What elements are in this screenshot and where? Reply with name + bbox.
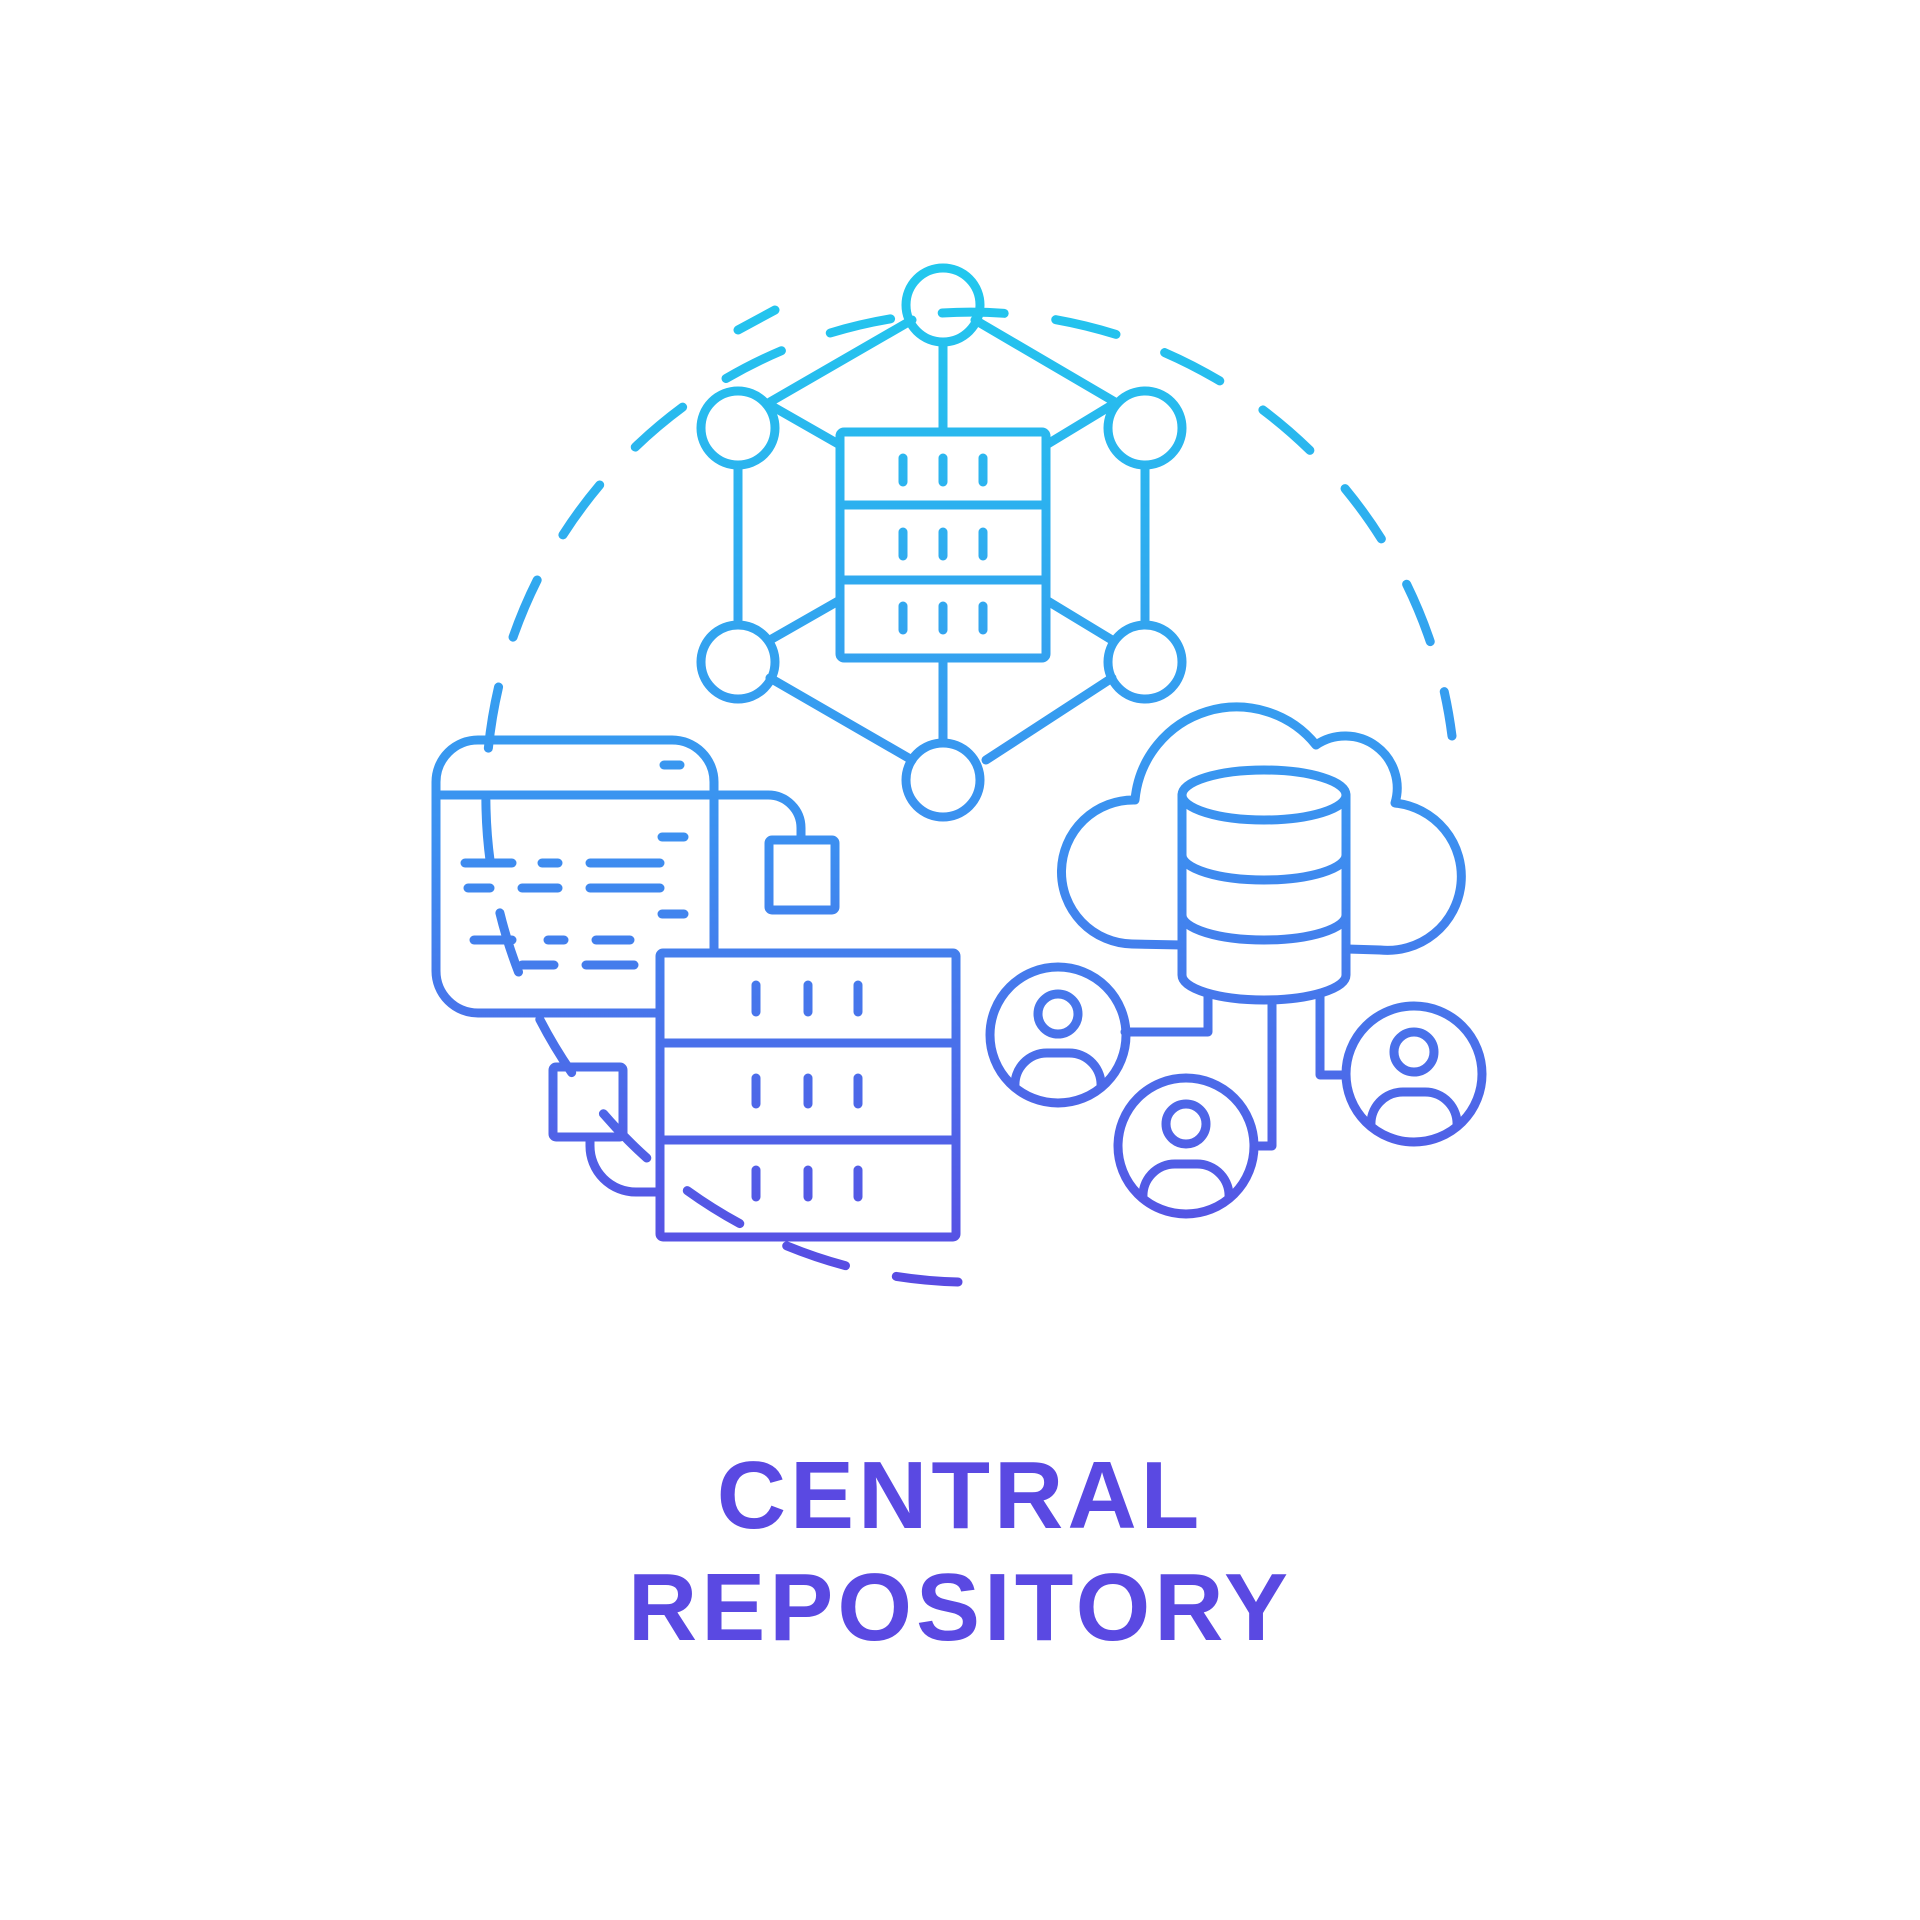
cloud-database-icon — [1057, 702, 1466, 1151]
caption: CENTRAL REPOSITORY — [0, 1440, 1920, 1664]
user-icon — [1341, 1001, 1487, 1147]
server-rack-icon — [548, 948, 961, 1242]
caption-line-1: CENTRAL — [716, 1442, 1204, 1549]
caption-line-2: REPOSITORY — [627, 1554, 1293, 1661]
user-icon — [985, 962, 1131, 1108]
code-window-icon — [431, 735, 840, 1018]
dashed-circle-frame — [481, 307, 1457, 1287]
network-server-hub-icon — [696, 263, 1187, 822]
user-icon — [1113, 1073, 1259, 1219]
